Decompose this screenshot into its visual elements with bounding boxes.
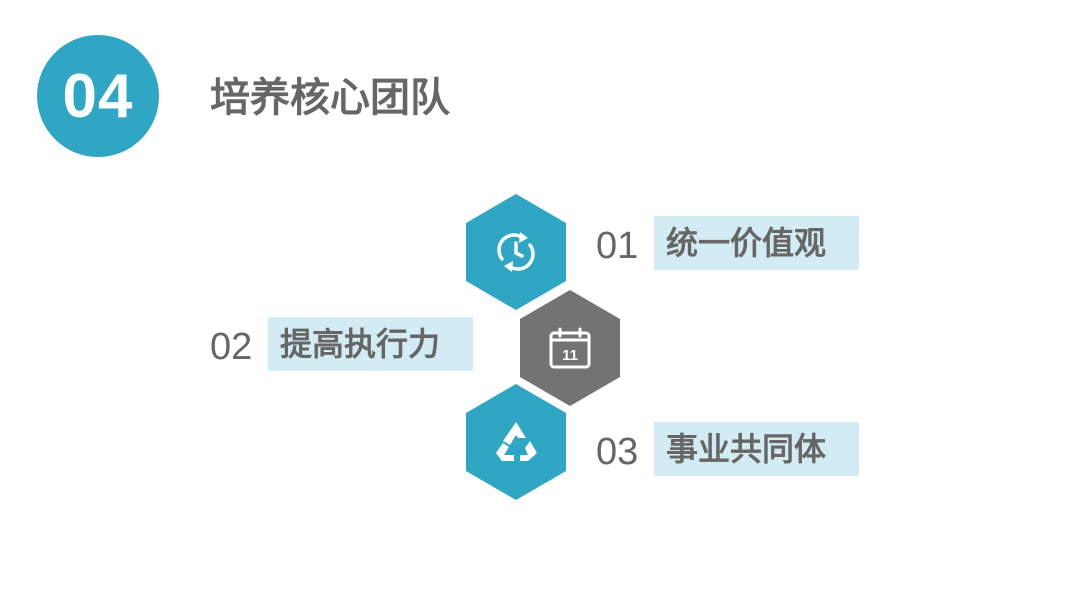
refresh-clock-icon xyxy=(497,232,535,272)
calendar-icon: 11 xyxy=(549,327,591,369)
item-number-3: 03 xyxy=(596,431,639,473)
calendar-day: 11 xyxy=(562,347,578,364)
item-label-1: 统一价值观 xyxy=(654,216,859,270)
hexagon-item-1 xyxy=(466,194,566,310)
recycle-icon xyxy=(496,422,537,461)
section-number: 04 xyxy=(62,61,134,131)
item-label-3: 事业共同体 xyxy=(654,422,859,476)
hexagon-item-2: 11 xyxy=(520,290,620,406)
hexagon-item-3 xyxy=(466,384,566,500)
slide-title: 培养核心团队 xyxy=(210,75,450,121)
item-number-1: 01 xyxy=(596,225,639,267)
item-number-2: 02 xyxy=(210,326,253,368)
item-label-2: 提高执行力 xyxy=(268,317,473,371)
section-number-badge: 04 xyxy=(37,35,159,157)
